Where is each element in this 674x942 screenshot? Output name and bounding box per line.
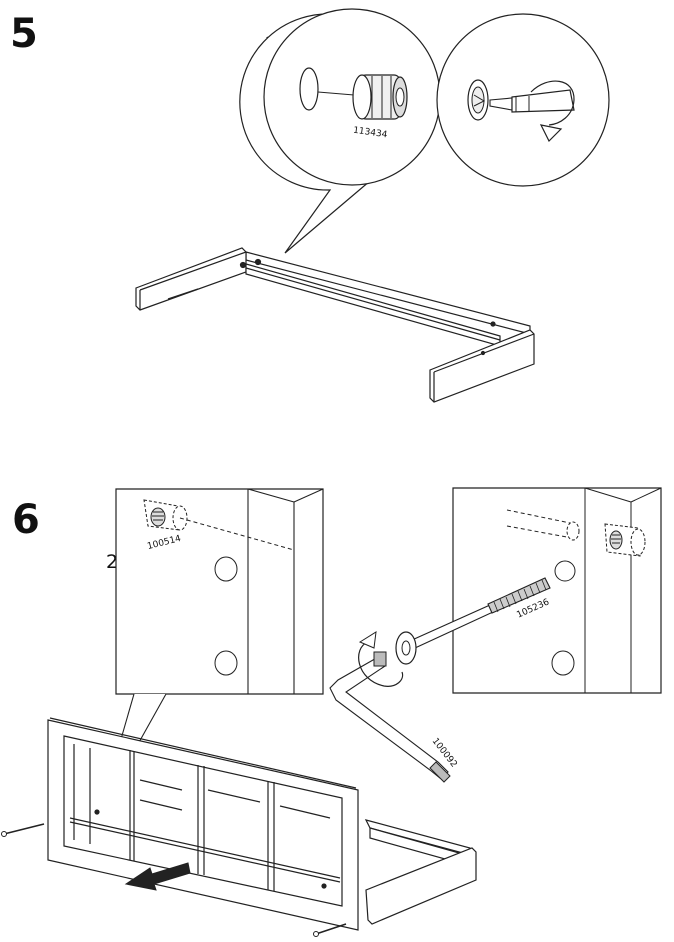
push-direction-arrow-icon (126, 863, 190, 890)
rotate-clockwise-arrow-icon (531, 81, 574, 141)
screw-icon (314, 924, 347, 937)
allen-key-icon (330, 652, 450, 782)
detail-box-bolt (453, 488, 661, 693)
screw-icon (2, 824, 45, 837)
wooden-dowel-icon (605, 524, 645, 556)
frame-assembly-step5 (136, 248, 534, 402)
cam-lock-head-icon (468, 80, 488, 120)
step-5-number: 5 (10, 11, 38, 57)
headboard-frame (48, 718, 476, 930)
detail-box-dowel (116, 489, 323, 694)
detail-callout-cam-lock (240, 9, 440, 253)
wooden-dowel-icon (144, 500, 187, 530)
flat-screwdriver-icon (490, 90, 574, 112)
step-6-number: 6 (12, 497, 40, 543)
detail-callout-screwdriver (437, 14, 609, 186)
rotate-clockwise-arrow-icon (359, 632, 403, 686)
threaded-bolt-icon (396, 578, 550, 664)
cam-lock-fitting-icon (300, 68, 407, 119)
